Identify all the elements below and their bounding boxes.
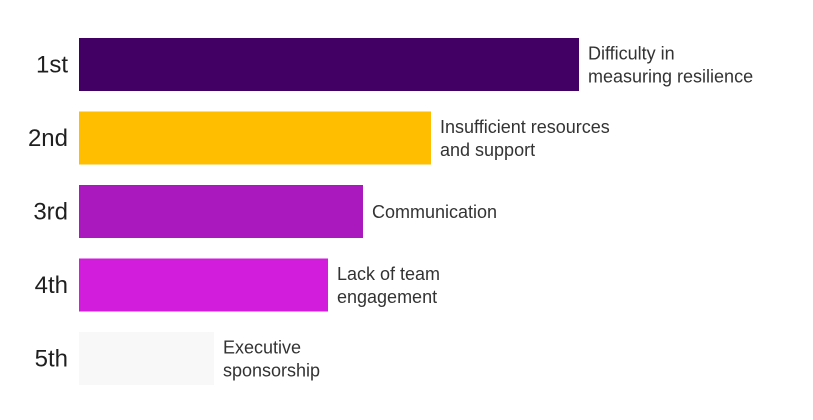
bar-label: Lack of team engagement	[337, 264, 440, 307]
bar-label-line: Executive	[223, 337, 301, 357]
bar-label-line: Communication	[372, 202, 497, 222]
bar-label: Communication	[372, 202, 497, 222]
bar-label-line: Difficulty in	[588, 43, 675, 63]
bar-label: Insufficient resources and support	[440, 117, 610, 160]
bar-label: Executive sponsorship	[223, 337, 320, 380]
bar-label-line: Insufficient resources	[440, 117, 610, 137]
bar-label-line: measuring resilience	[588, 66, 753, 86]
rank-label: 5th	[35, 346, 68, 373]
rank-label: 4th	[35, 272, 68, 299]
bar-label-line: engagement	[337, 287, 437, 307]
bar-label-line: sponsorship	[223, 360, 320, 380]
bar-label-line: and support	[440, 140, 535, 160]
bar-2nd	[79, 111, 431, 165]
bars-layer	[79, 38, 579, 385]
labels-layer: 1st Difficulty in measuring resilience 2nd I…	[28, 43, 753, 380]
rank-label: 3rd	[33, 199, 68, 226]
bar-4th	[79, 258, 328, 312]
bar-label: Difficulty in measuring resilience	[588, 43, 753, 86]
bar-5th	[79, 332, 214, 385]
rank-label: 1st	[36, 52, 68, 79]
bar-1st	[79, 38, 579, 91]
bar-label-line: Lack of team	[337, 264, 440, 284]
rank-label: 2nd	[28, 125, 68, 152]
bar-3rd	[79, 185, 363, 238]
